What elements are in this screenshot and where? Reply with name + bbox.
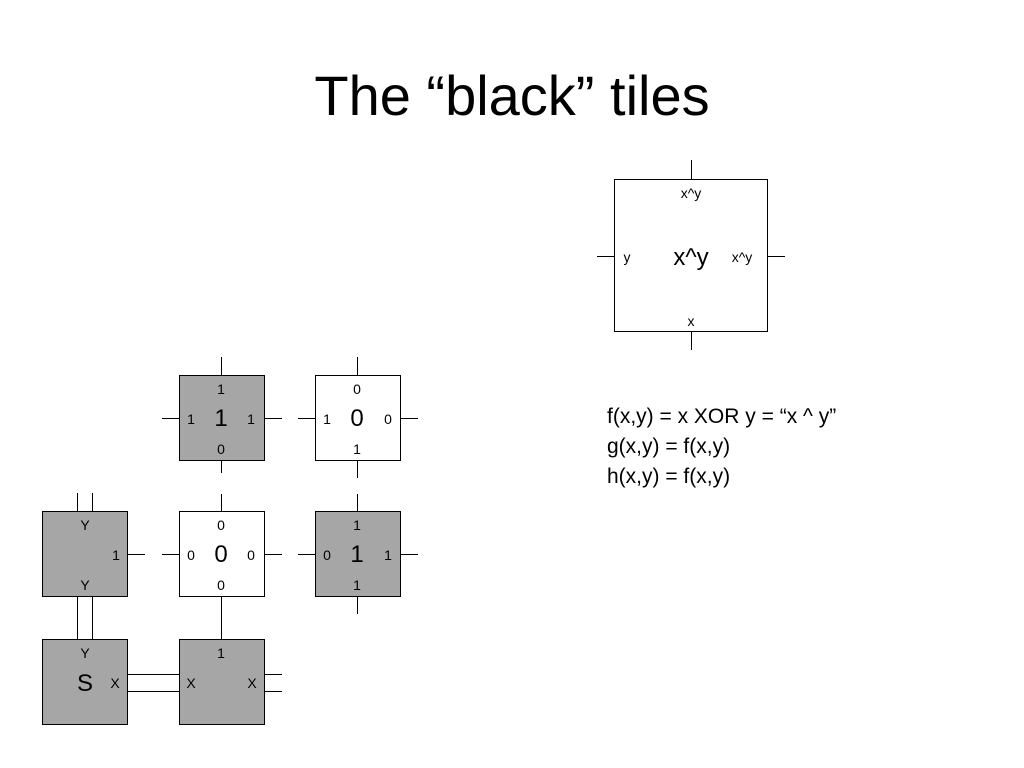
t22-left-stub [298, 554, 315, 555]
t20-right-stub [128, 554, 145, 555]
t12-center-label: 0 [350, 405, 364, 432]
t22-right-stub [401, 554, 418, 555]
tile-t12 [315, 375, 401, 461]
slide-title: The “black” tiles [314, 64, 710, 127]
t22-center-label: 1 [350, 541, 364, 568]
t21-left-label: 0 [187, 547, 195, 563]
t11-left-label: 1 [187, 411, 195, 427]
t31-top-label: 1 [217, 645, 225, 661]
t22-top-stub [357, 494, 358, 511]
formula-list: f(x,y) = x XOR y = “x ^ y” g(x,y) = f(x,… [607, 402, 836, 492]
legend-bottom-label: x [687, 313, 695, 329]
t21-bottom-stub [221, 597, 222, 639]
t31-right-stub-a [265, 674, 282, 675]
t21-top-stub [221, 494, 222, 511]
t20-right-label: 1 [112, 547, 120, 563]
formula-f: f(x,y) = x XOR y = “x ^ y” [607, 405, 837, 428]
legend-top-stub [691, 160, 692, 179]
t30-right-label: X [110, 675, 120, 691]
legend-left-stub [597, 256, 614, 257]
formula-h: h(x,y) = f(x,y) [607, 465, 731, 488]
t11-left-stub [162, 418, 179, 419]
t12-bottom-stub [357, 461, 358, 478]
t31-left-label: X [186, 675, 196, 691]
t11-top-label: 1 [217, 381, 225, 397]
t22-bottom-label: 1 [353, 577, 361, 593]
t11-right-label: 1 [247, 411, 255, 427]
t22-bottom-stub [357, 597, 358, 614]
t20-top-stub-a [77, 493, 78, 511]
legend-bottom-stub [691, 331, 692, 350]
t12-top-stub [357, 357, 358, 375]
t31-right-label: X [247, 675, 257, 691]
t11-top-stub [221, 357, 222, 375]
tile-t11 [179, 375, 265, 461]
legend-left-label: y [623, 249, 631, 265]
t11-bottom-label: 0 [217, 441, 225, 457]
tile-t31 [179, 639, 265, 725]
t12-right-stub [401, 418, 418, 419]
t20-top-stub-b [92, 493, 93, 511]
tile-t21 [179, 511, 265, 597]
t12-left-label: 1 [323, 411, 331, 427]
t21-top-label: 0 [217, 517, 225, 533]
t30-center-label: S [76, 670, 94, 697]
t30-right-stub-a [128, 674, 179, 675]
t12-right-label: 0 [384, 411, 392, 427]
legend-tile [614, 179, 768, 332]
legend-top-label: x^y [680, 185, 702, 201]
t22-top-label: 1 [353, 517, 361, 533]
t21-left-stub [162, 554, 179, 555]
t22-right-label: 1 [384, 547, 392, 563]
t12-top-label: 0 [353, 381, 361, 397]
t30-top-label: Y [80, 645, 90, 661]
legend-right-label: x^y [731, 249, 753, 265]
t22-left-label: 0 [323, 547, 331, 563]
t12-bottom-label: 1 [353, 441, 361, 457]
t11-center-label: 1 [214, 405, 228, 432]
t11-right-stub [265, 418, 282, 419]
t30-right-stub-b [128, 691, 179, 692]
t31-right-stub-b [265, 691, 282, 692]
legend-center-label: x^y [673, 244, 709, 271]
t21-right-label: 0 [247, 547, 255, 563]
tile-t20 [42, 511, 128, 597]
t11-bottom-stub [221, 461, 222, 473]
t20-bottom-stub-a [77, 597, 78, 639]
tile-t30 [42, 639, 128, 725]
tile-t22 [315, 511, 401, 597]
t20-bottom-label: Y [80, 577, 90, 593]
t21-right-stub [265, 554, 282, 555]
legend-right-stub [768, 256, 785, 257]
t21-bottom-label: 0 [217, 577, 225, 593]
t20-bottom-stub-b [92, 597, 93, 639]
t21-center-label: 0 [214, 541, 228, 568]
formula-g: g(x,y) = f(x,y) [607, 435, 731, 458]
t12-left-stub [298, 418, 315, 419]
t20-top-label: Y [80, 517, 90, 533]
